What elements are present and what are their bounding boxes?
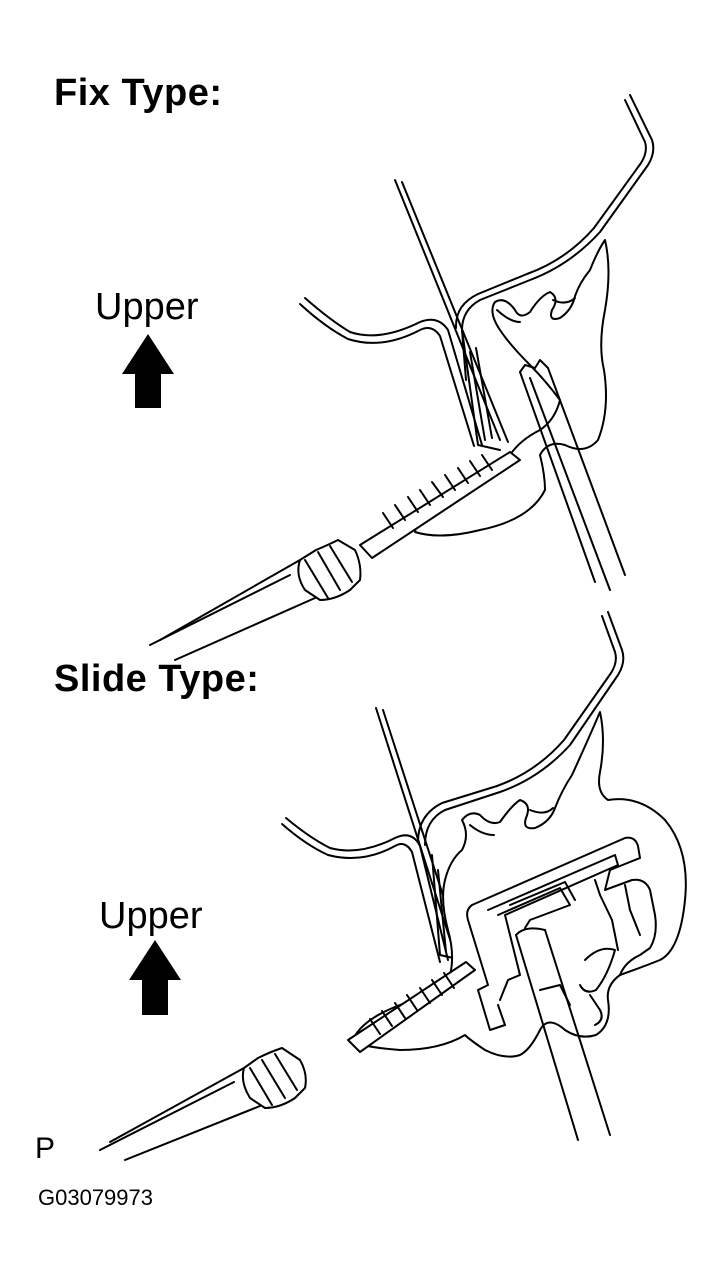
fix-type-diagram [122,94,655,661]
figure-id: G03079973 [38,1185,153,1210]
slide-type-title: Slide Type: [54,658,260,700]
slide-type-diagram [99,611,687,1161]
slide-upper-label: Upper [99,895,203,937]
fix-type-title: Fix Type: [54,72,223,114]
fix-upper-label: Upper [95,286,199,328]
slide-upper-arrow-icon [129,940,181,1015]
fix-upper-arrow-icon [122,334,174,408]
code-letter: P [35,1132,56,1165]
